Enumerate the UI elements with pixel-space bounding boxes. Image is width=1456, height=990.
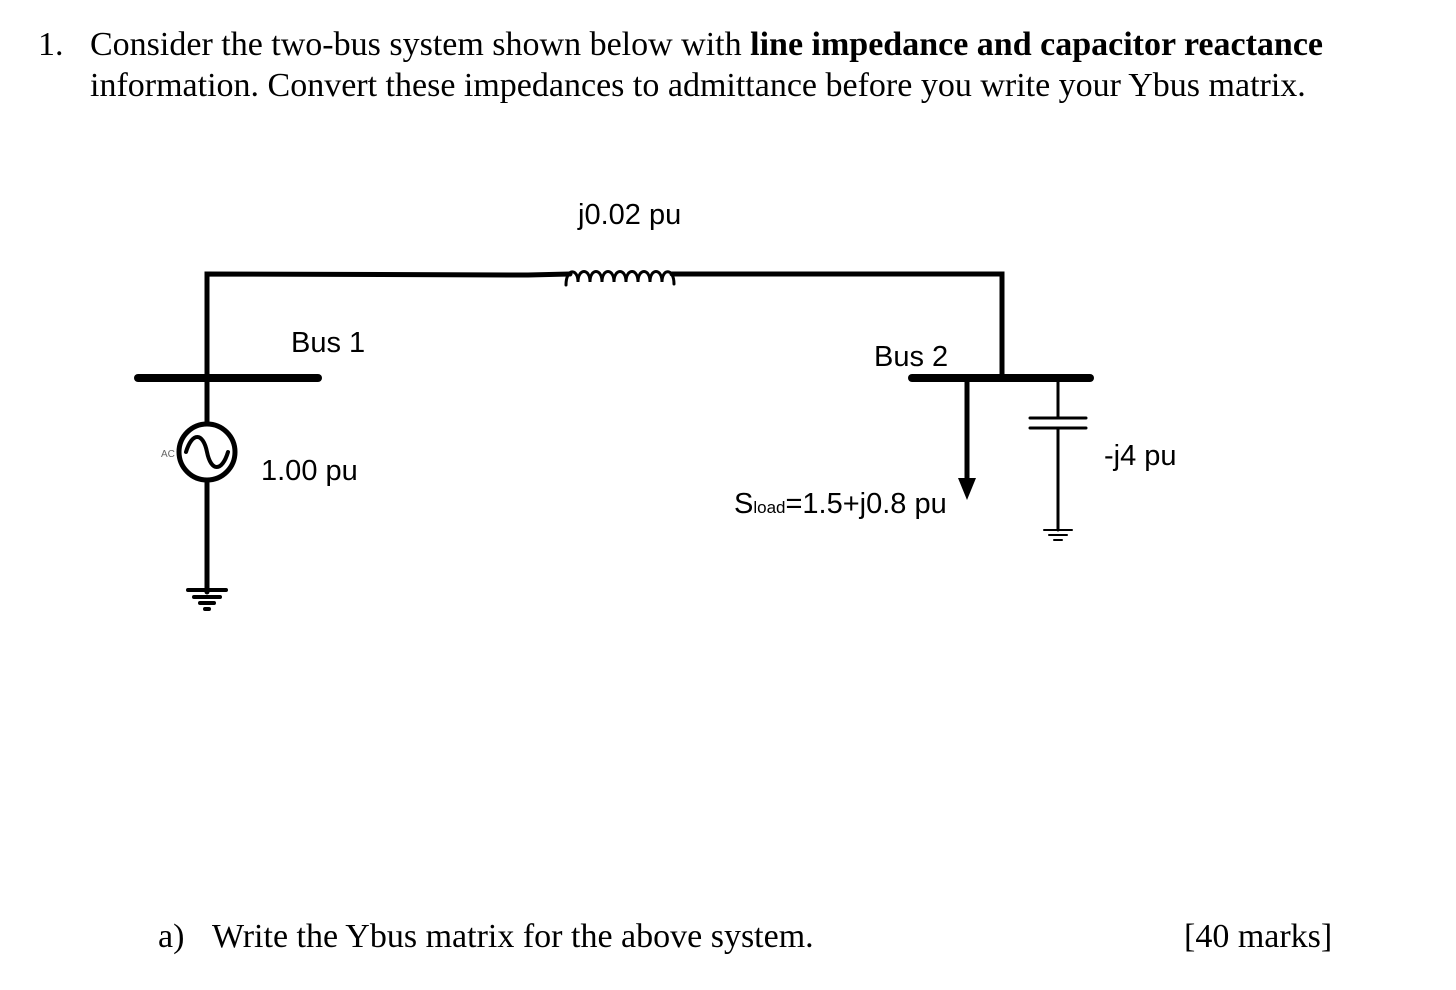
inductor-icon: [564, 270, 676, 287]
bus1-label: Bus 1: [291, 327, 365, 359]
question-text-bold: line impedance and capacitor reactance: [750, 26, 1324, 63]
ground-icon: [186, 588, 228, 611]
generator-tag: AC: [161, 449, 175, 460]
sine-wave-icon: [184, 435, 230, 469]
question-text-part1: Consider the two-bus system shown below …: [90, 26, 751, 63]
capacitor-reactance-label: -j4 pu: [1104, 440, 1177, 472]
load-label-value: =1.5+j0.8 pu: [785, 488, 946, 520]
question-text-part2: information. Convert these impedances to…: [90, 67, 1306, 104]
load-arrow-icon: [958, 478, 976, 500]
capacitor-ground-icon: [1043, 529, 1073, 541]
question-number: 1.: [38, 26, 64, 63]
load-label: Sload=1.5+j0.8 pu: [734, 488, 947, 520]
part-a-text: Write the Ybus matrix for the above syst…: [212, 918, 814, 955]
question-text: Consider the two-bus system shown below …: [90, 24, 1430, 106]
bus2-label: Bus 2: [874, 341, 948, 373]
line-wire-left: [204, 271, 573, 381]
generator-voltage-label: 1.00 pu: [261, 455, 358, 487]
load-label-subscript: load: [753, 498, 785, 517]
load-label-prefix: S: [734, 488, 753, 520]
line-impedance-label: j0.02 pu: [577, 199, 681, 231]
line-wire-right: [669, 271, 1005, 381]
part-a-label: a): [158, 918, 185, 955]
part-a-marks: [40 marks]: [1184, 918, 1333, 955]
